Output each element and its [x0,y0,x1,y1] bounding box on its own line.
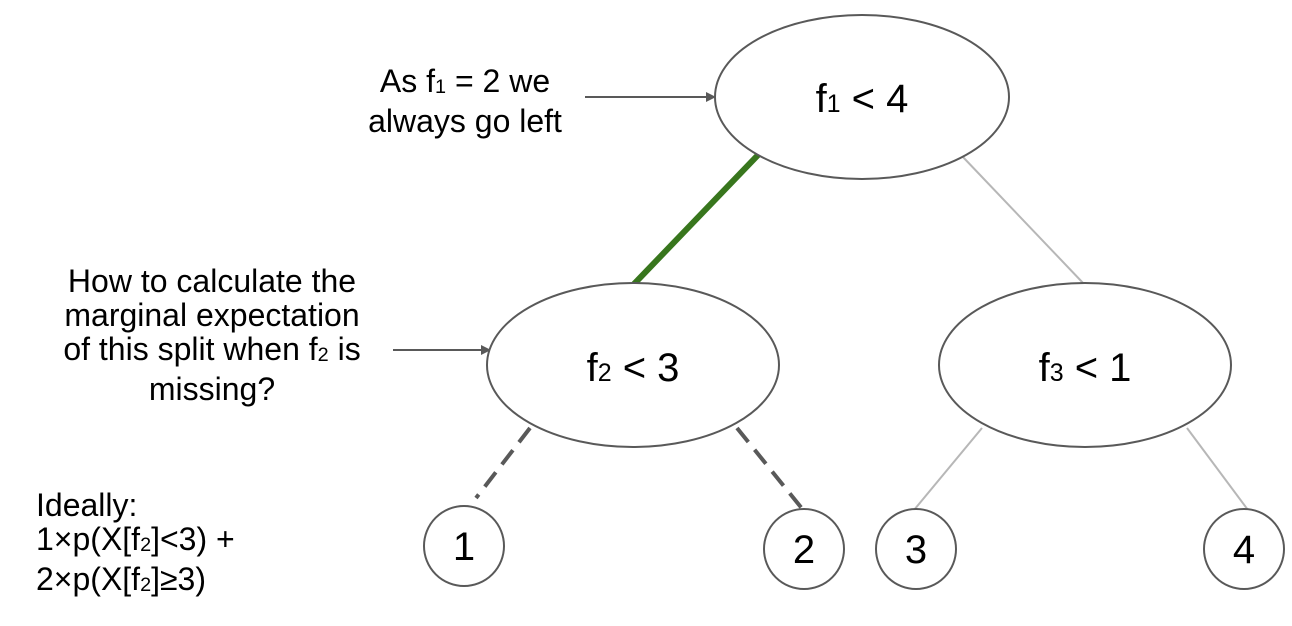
node-left-label: f2 < 3 [587,346,680,390]
annotation-marginal-line1: How to calculate the [67,263,357,299]
annotation-marginal-line3: of this split when f2 is [63,331,361,367]
leaf-2-label: 2 [793,528,815,572]
node-root [714,14,1010,180]
leaf-3-label: 3 [905,528,927,572]
annotation-marginal-line4: missing? [148,370,276,407]
edge-left-leaf2-dashed [735,426,806,513]
leaf-1-label: 1 [453,525,475,569]
annotation-ideal-line1: Ideally: [36,487,138,523]
annotation-go-left: As f1 = 2 we always go left [335,64,595,138]
leaf-1 [423,505,505,587]
annotation-ideal-line3: 2×p(X[f2]≥3) [36,560,206,597]
node-right-label: f3 < 1 [1039,346,1132,390]
edge-right-leaf3 [913,427,983,511]
node-left [486,282,780,448]
edge-root-right [961,155,1085,285]
annotation-ideal-line2: 1×p(X[f2]<3) + [36,521,235,557]
annotation-ideal-formula: Ideally: 1×p(X[f2]<3) + 2×p(X[f2]≥3) [36,488,336,602]
leaf-4-label: 4 [1233,528,1255,572]
node-root-label: f1 < 4 [816,77,909,121]
leaf-3 [875,508,957,590]
annotation-go-left-line1: As f1 = 2 we [379,63,551,99]
edge-right-leaf4 [1186,427,1249,511]
annotation-marginal-question: How to calculate the marginal expectatio… [26,264,398,406]
node-right [938,282,1232,448]
annotation-marginal-line2: marginal expectation [64,297,360,333]
edge-root-left-taken-path [631,152,761,287]
annotation-go-left-line2: always go left [368,102,562,139]
edge-left-leaf1-dashed [474,426,532,500]
leaf-4 [1203,508,1285,590]
leaf-2 [763,508,845,590]
